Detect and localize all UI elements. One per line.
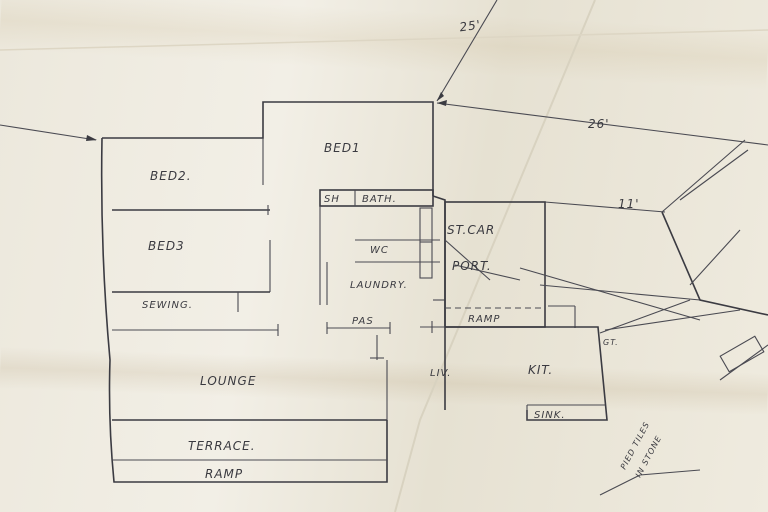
- dimension-line-11: [544, 201, 666, 213]
- dimension-label-26: 26': [588, 117, 610, 131]
- room-label-bath: BATH.: [362, 194, 397, 205]
- dimension-line-left: [0, 124, 97, 141]
- outline-bath-east: [432, 195, 446, 410]
- room-label-lounge: LOUNGE: [200, 374, 256, 388]
- room-label-bed3: BED3: [148, 239, 185, 253]
- room-label-ramp-carport: RAMP: [468, 314, 500, 325]
- room-label-terrace: TERRACE.: [188, 439, 256, 453]
- room-label-pas: PAS: [352, 316, 374, 327]
- room-label-gt: GT.: [603, 338, 619, 347]
- dimension-line-26: [436, 102, 768, 146]
- room-label-stcar: ST.CAR: [447, 223, 495, 237]
- room-label-kit: KIT.: [528, 363, 553, 377]
- dimension-label-11: 11': [618, 197, 640, 211]
- outline-left: [100, 137, 388, 483]
- room-label-laundry: LAUNDRY.: [350, 280, 408, 291]
- room-label-wc: WC: [370, 245, 389, 256]
- room-label-liv: LIV.: [430, 368, 451, 379]
- room-label-sewing: SEWING.: [142, 300, 193, 311]
- room-label-sh: SH: [324, 194, 340, 205]
- room-label-port: PORT.: [452, 259, 492, 273]
- room-label-sink: SINK.: [534, 410, 566, 421]
- room-label-ramp: RAMP: [205, 467, 243, 481]
- room-label-bed1: BED1: [324, 141, 361, 155]
- room-label-bed2: BED2.: [150, 169, 192, 183]
- dimension-line-top: [436, 0, 498, 102]
- dimension-label-25: 25': [459, 17, 482, 34]
- outline-top: [102, 101, 434, 196]
